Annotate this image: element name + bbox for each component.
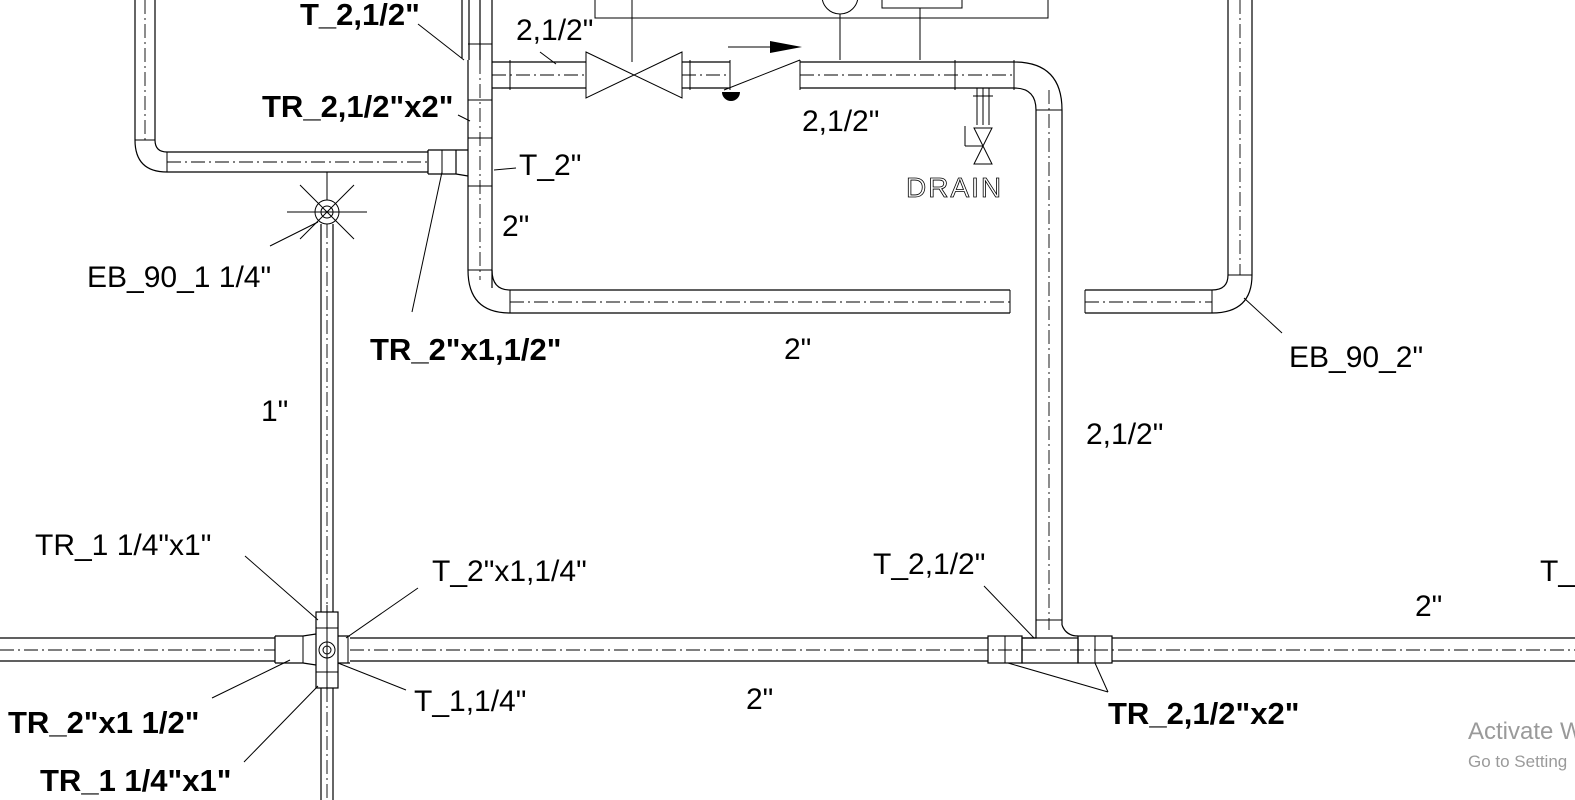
riser-pipe — [1022, 90, 1079, 639]
label-t-2-x1-1-4: T_2"x1,1/4" — [432, 555, 587, 588]
label-drain: DRAIN — [906, 172, 1003, 203]
label-tr-2-x1-1-2-bottom: TR_2"x1 1/2" — [8, 705, 199, 740]
label-t-2: T_2" — [519, 149, 581, 182]
label-tr-2-1-2-x2-bottom: TR_2,1/2"x2" — [1108, 696, 1299, 731]
label-tr-1-1-4-x1-top: TR_1 1/4"x1" — [35, 529, 211, 562]
one-inch-branch — [287, 172, 367, 612]
label-size-2-1-2-top: 2,1/2" — [516, 14, 593, 47]
equipment-outline — [594, 0, 1049, 62]
label-size-2-bottom: 2" — [746, 683, 773, 716]
label-eb-90-1-1-4: EB_90_1 1/4" — [87, 261, 271, 294]
label-t-2-1-2-bottom: T_2,1/2" — [873, 548, 985, 581]
label-size-2-1-2-riser: 2,1/2" — [1086, 418, 1163, 451]
label-t-partial-right: T_ — [1540, 555, 1575, 588]
label-size-2-left: 2" — [502, 210, 529, 243]
label-tr-2-x1-1-2-top: TR_2"x1,1/2" — [370, 332, 561, 367]
right-loop-pipe — [1084, 0, 1253, 314]
main-vertical-header — [467, 0, 1011, 314]
bottom-main-pipe — [0, 605, 1575, 800]
label-t-1-1-4: T_1,1/4" — [414, 685, 526, 718]
left-loop-pipe — [134, 0, 470, 177]
leader-lines — [211, 23, 1283, 763]
activation-watermark-line1: Activate W — [1468, 718, 1575, 745]
label-tr-2-1-2-x2-top: TR_2,1/2"x2" — [262, 89, 453, 124]
label-tr-1-1-4-x1-bottom: TR_1 1/4"x1" — [40, 763, 231, 798]
label-size-2-1-2-mid: 2,1/2" — [802, 105, 879, 138]
label-size-1: 1" — [261, 395, 288, 428]
label-eb-90-2: EB_90_2" — [1289, 341, 1423, 374]
top-valve-line — [492, 41, 1063, 165]
label-size-2-center: 2" — [784, 333, 811, 366]
label-t-2-1-2-top: T_2,1/2" — [300, 0, 420, 32]
label-size-2-right: 2" — [1415, 590, 1442, 623]
activation-watermark-line2: Go to Setting — [1468, 752, 1568, 771]
